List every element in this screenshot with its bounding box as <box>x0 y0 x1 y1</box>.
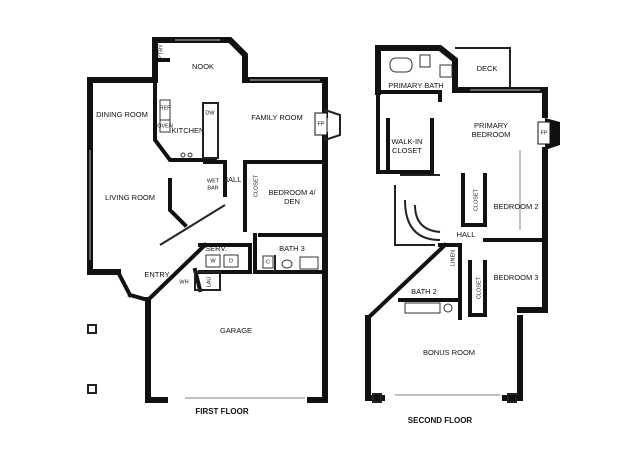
sf-linen-wall <box>438 243 462 302</box>
ff-stair-wall <box>168 178 188 228</box>
burner-fixture-1 <box>180 152 186 158</box>
label-bar: BAR <box>207 185 218 191</box>
label-primary-bedroom-line2: BEDROOM <box>472 130 511 139</box>
first-floor-title: FIRST FLOOR <box>195 407 249 416</box>
label-sf-closet2: CLOSET <box>476 276 482 299</box>
label-ff-closet: CLOSET <box>253 174 259 197</box>
dryer-fixture <box>223 254 239 268</box>
sf-toilet2-fixture <box>443 303 453 313</box>
label-ff-hall: HALL <box>223 175 242 184</box>
label-bedroom3: BEDROOM 3 <box>493 273 538 282</box>
ff-exterior-wall-left <box>87 77 121 275</box>
sf-vanity-fixture <box>404 302 441 314</box>
label-lau: LAU <box>206 277 212 288</box>
ff-post-2 <box>87 384 97 394</box>
ff-fp-box <box>314 112 328 136</box>
label-wet: WET <box>207 178 220 184</box>
sf-bonus-right <box>502 315 523 401</box>
label-wh: WH <box>179 279 188 285</box>
toilet-fixture <box>281 259 293 269</box>
label-dw: DW <box>205 110 215 116</box>
sf-diagonal-wall <box>365 242 448 321</box>
label-deck: DECK <box>477 64 498 73</box>
sf-toilet-fixture <box>439 64 453 78</box>
label-bath3: BATH 3 <box>279 244 305 253</box>
sf-closet1-wall <box>461 173 487 227</box>
label-sf-closet1: CLOSET <box>473 188 479 211</box>
sf-stair-outline <box>394 185 435 246</box>
burner-fixture-2 <box>187 152 193 158</box>
label-walkin-line2: CLOSET <box>392 146 422 155</box>
sf-closet2-wall <box>468 260 487 317</box>
label-primary-bedroom-line1: PRIMARY <box>474 121 508 130</box>
label-bath2: BATH 2 <box>411 287 437 296</box>
sf-exterior-right <box>452 87 548 118</box>
vanity-fixture <box>299 256 319 270</box>
sf-bonus-walls <box>365 315 385 401</box>
label-oven: OVEN <box>157 123 173 129</box>
label-bonus-room: BONUS ROOM <box>423 348 475 357</box>
label-dining-room: DINING ROOM <box>96 110 148 119</box>
sf-stair-curve-2 <box>414 204 441 233</box>
ff-bath-wall <box>253 233 327 274</box>
sf-bath-bottom-wall <box>378 90 442 102</box>
label-nook: NOOK <box>192 62 214 71</box>
ff-stair-rail <box>159 204 226 246</box>
label-kitchen: KITCHEN <box>172 126 205 135</box>
second-floor-title: SECOND FLOOR <box>408 416 473 425</box>
oven-fixture <box>159 119 171 133</box>
label-dryer: D <box>229 258 233 264</box>
sf-post-2 <box>507 393 517 403</box>
ff-kitchen-wall <box>153 78 217 162</box>
ff-exterior-wall-right <box>307 132 328 403</box>
label-ff-fp: FP <box>317 121 324 127</box>
ff-hall-wall <box>203 160 227 197</box>
sf-fp-box <box>537 121 551 145</box>
label-sf-fp: FP <box>540 130 547 136</box>
ff-diagonal-wall <box>145 242 208 303</box>
sf-exterior-top <box>375 45 458 95</box>
label-linen: LINEN <box>450 250 456 266</box>
first-floor-plan: P'TRY NOOK DINING ROOM REF OVEN DW KITCH… <box>87 37 341 416</box>
sf-post-1 <box>372 393 382 403</box>
ff-entry-wall <box>115 269 133 298</box>
ff-laundry-box <box>194 271 221 291</box>
sf-deck-outline <box>455 47 511 88</box>
ff-garage-wall <box>145 297 168 403</box>
label-walkin-line1: WALK-IN <box>392 137 423 146</box>
sf-exterior-right-lower <box>517 147 548 313</box>
label-bedroom4-line1: BEDROOM 4/ <box>268 188 316 197</box>
ff-kitchen-island <box>202 102 219 159</box>
ff-serv-wall <box>198 243 252 274</box>
sf-walkin-closet <box>386 118 434 174</box>
ff-entry-wall-2 <box>127 292 151 303</box>
label-washer: W <box>210 258 216 264</box>
label-c: C <box>266 259 270 265</box>
bathtub-fixture <box>389 57 413 73</box>
label-ref: REF <box>160 105 172 111</box>
label-garage: GARAGE <box>220 326 252 335</box>
label-entry: ENTRY <box>144 270 169 279</box>
label-bedroom2: BEDROOM 2 <box>493 202 538 211</box>
label-primary-bath: PRIMARY BATH <box>388 81 443 90</box>
label-sf-hall: HALL <box>457 230 476 239</box>
washer-fixture <box>205 254 221 268</box>
label-bedroom4-line2: DEN <box>284 197 300 206</box>
sf-stair-curve <box>404 199 441 241</box>
label-living-room: LIVING ROOM <box>105 193 155 202</box>
label-serv: SERV. <box>205 244 227 253</box>
closet-c-fixture <box>262 255 274 269</box>
label-family-room: FAMILY ROOM <box>251 113 302 122</box>
second-floor-plan: DECK PRIMARY BATH PRIMARY BEDROOM FP WAL… <box>365 45 560 425</box>
label-pantry: P'TRY <box>158 44 164 60</box>
sf-shower-fixture <box>419 54 431 68</box>
ff-post-1 <box>87 324 97 334</box>
